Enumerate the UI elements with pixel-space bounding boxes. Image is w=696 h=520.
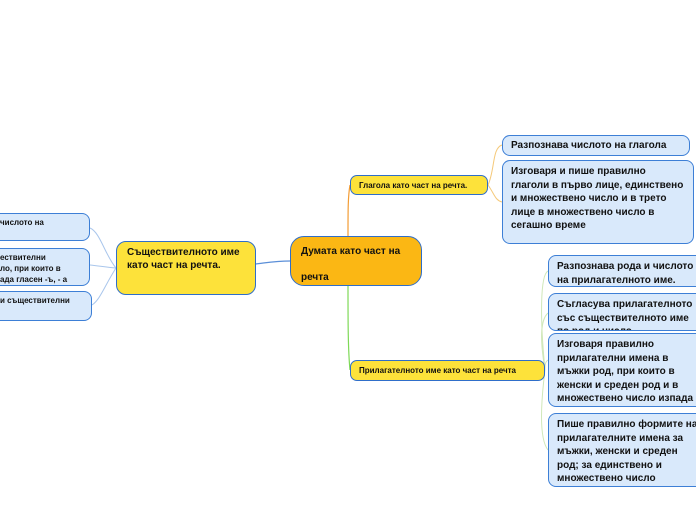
link-verb-leaf-1	[487, 144, 503, 186]
central-topic[interactable]: Думата като част на речта	[290, 236, 422, 286]
link-adj-leaf-4	[541, 369, 549, 451]
verb-leaf-pronounce-write[interactable]: Изговаря и пише правилно глаголи в първо…	[502, 160, 694, 244]
link-center-noun	[254, 260, 291, 265]
adjective-leaf-write-forms[interactable]: Пише правилно формите на прилагателните …	[548, 413, 696, 487]
link-noun-leaf-3	[91, 267, 117, 306]
adjective-leaf-recognize-gender[interactable]: Разпознава рода и числото на прилагателн…	[548, 255, 696, 287]
link-noun-leaf-1	[89, 227, 117, 269]
topic-noun[interactable]: Съществителното име като част на речта.	[116, 241, 256, 295]
topic-verb[interactable]: Глагола като част на речта.	[350, 175, 488, 195]
noun-leaf-write[interactable]: и съществителни	[0, 291, 92, 321]
noun-leaf-number[interactable]: числото на	[0, 213, 90, 241]
topic-adjective[interactable]: Прилагателното име като част на речта	[350, 360, 545, 381]
verb-leaf-recognize-number[interactable]: Разпознава числото на глагола	[502, 135, 690, 156]
noun-leaf-pronounce[interactable]: ествителни ло, при които в ада гласен -ъ…	[0, 248, 90, 286]
link-center-verb	[347, 184, 351, 237]
link-adj-leaf-3	[544, 359, 549, 371]
link-center-adjective	[347, 285, 351, 371]
adjective-leaf-pronounce[interactable]: Изговаря правилно прилагателни имена в м…	[548, 333, 696, 407]
link-noun-leaf-2	[89, 264, 117, 269]
adjective-leaf-agree[interactable]: Съгласува прилагателното със съществител…	[548, 293, 696, 331]
link-verb-leaf-2	[487, 184, 503, 203]
link-adj-leaf-1	[541, 270, 549, 371]
